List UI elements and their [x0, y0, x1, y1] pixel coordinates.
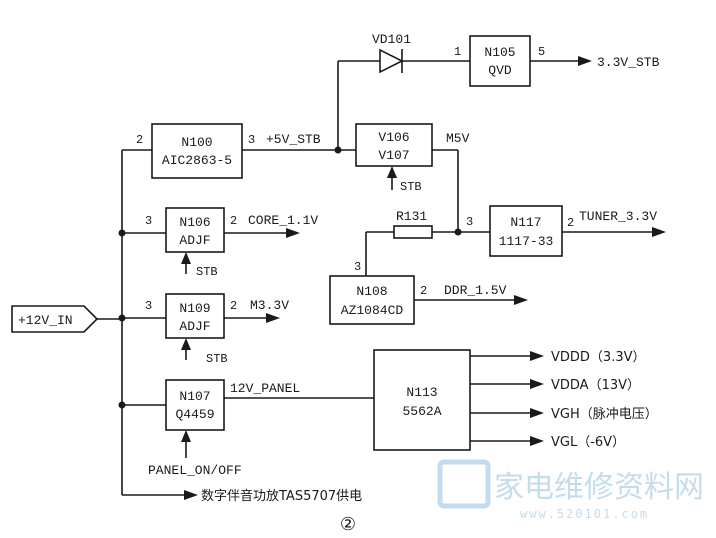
net-vdda: VDDA（13V） — [551, 378, 640, 393]
block-n113-part: 5562A — [402, 404, 441, 419]
block-n113: N113 5562A — [373, 349, 471, 451]
panel-ctrl-label: PANEL_ON/OFF — [148, 463, 242, 478]
n117-pin-out: 2 — [567, 216, 574, 230]
watermark: 家电维修资料网 www.520101.com — [437, 459, 704, 521]
stb-ctrl-v106: STB — [400, 180, 422, 194]
block-n108: N108 AZ1084CD — [329, 275, 415, 325]
stb-ctrl-n106: STB — [196, 265, 218, 279]
block-n100-name: N100 — [181, 135, 212, 150]
n106-pin-in: 3 — [145, 214, 152, 228]
diode-vd101 — [379, 48, 404, 74]
net-panel: 12V_PANEL — [230, 381, 300, 396]
n105-pin-out: 5 — [538, 45, 545, 59]
net-tuner: TUNER_3.3V — [579, 209, 657, 224]
block-n106-name: N106 — [179, 215, 210, 230]
net-m33v: M3.3V — [250, 298, 289, 313]
block-n105-part: QVD — [488, 63, 512, 78]
block-n107-name: N107 — [179, 389, 210, 404]
n105-pin-in: 1 — [454, 45, 461, 59]
net-5v-stb: +5V_STB — [266, 132, 321, 147]
block-v106: V106 V107 — [355, 123, 433, 167]
diode-label: VD101 — [372, 32, 411, 47]
n100-pin-in: 2 — [136, 133, 143, 147]
n109-pin-in: 3 — [145, 299, 152, 313]
block-n108-part: AZ1084CD — [341, 303, 404, 318]
block-v106-name: V106 — [378, 130, 409, 145]
net-m5v: M5V — [446, 131, 470, 146]
block-n107-part: Q4459 — [175, 407, 214, 422]
input-connector — [11, 305, 99, 333]
net-vgh: VGH（脉冲电压） — [551, 407, 658, 422]
block-n109: N109 ADJF — [165, 293, 225, 339]
block-v106-part: V107 — [378, 148, 409, 163]
block-n105-name: N105 — [484, 45, 515, 60]
n108-pin-out: 2 — [420, 284, 427, 298]
n100-pin-out: 3 — [248, 133, 255, 147]
block-n106: N106 ADJF — [165, 207, 225, 253]
net-amp: 数字伴音功放TAS5707供电 — [201, 488, 362, 504]
stb-ctrl-n109: STB — [206, 352, 228, 366]
watermark-logo — [437, 459, 491, 509]
block-n105: N105 QVD — [469, 35, 531, 87]
block-n113-name: N113 — [406, 385, 437, 400]
page-marker: ② — [340, 514, 356, 535]
block-n100-part: AIC2863-5 — [162, 153, 232, 168]
block-n107: N107 Q4459 — [165, 379, 225, 431]
resistor-label: R131 — [396, 209, 427, 224]
net-33v-stb: 3.3V_STB — [597, 55, 660, 70]
n117-pin-in: 3 — [466, 215, 473, 229]
net-vgl: VGL（-6V） — [551, 435, 625, 450]
block-n106-part: ADJF — [179, 233, 210, 248]
input-net-label: +12V_IN — [18, 313, 73, 328]
n108-pin-in: 3 — [354, 260, 361, 274]
block-n108-name: N108 — [356, 284, 387, 299]
block-n109-part: ADJF — [179, 319, 210, 334]
block-n117: N117 1117-33 — [489, 205, 563, 257]
resistor-r131 — [393, 225, 433, 239]
block-n100: N100 AIC2863-5 — [151, 123, 243, 179]
net-vddd: VDDD（3.3V） — [551, 350, 646, 365]
n106-pin-out: 2 — [230, 214, 237, 228]
block-n117-part: 1117-33 — [499, 234, 554, 249]
block-n109-name: N109 — [179, 301, 210, 316]
net-core: CORE_1.1V — [248, 213, 318, 228]
watermark-text: 家电维修资料网 — [494, 470, 704, 505]
n109-pin-out: 2 — [230, 299, 237, 313]
watermark-url: www.520101.com — [520, 507, 649, 521]
block-n117-name: N117 — [510, 215, 541, 230]
net-ddr: DDR_1.5V — [444, 283, 507, 298]
